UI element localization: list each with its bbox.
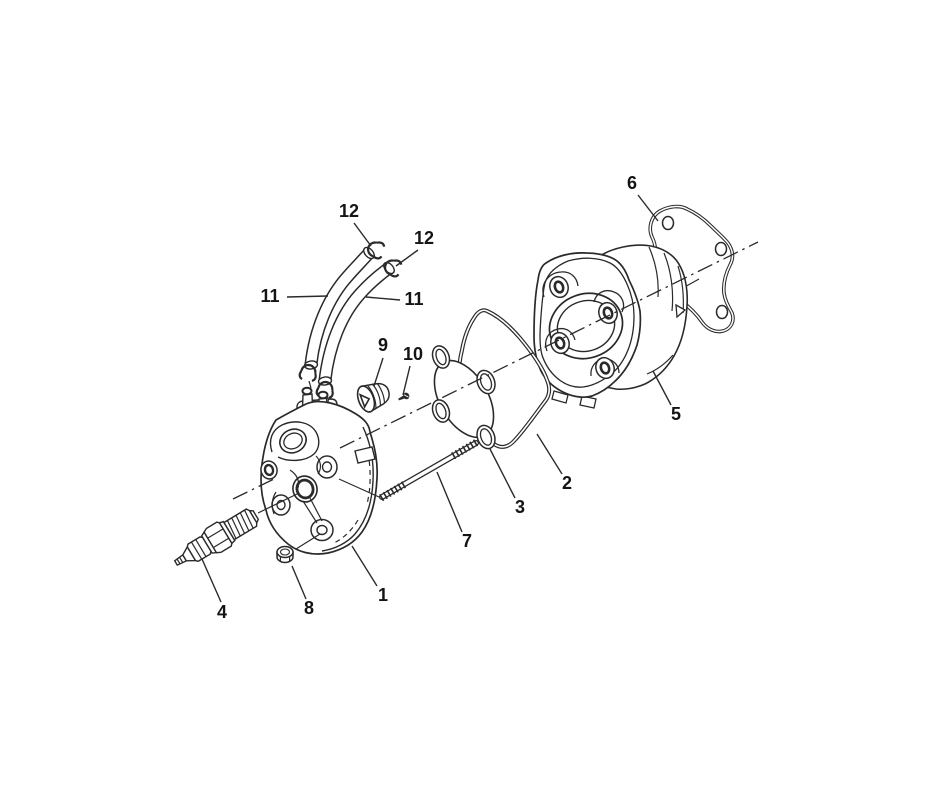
- part-hoses: [298, 241, 403, 404]
- clip-bottom-right: [315, 380, 334, 399]
- leader-7: [436, 471, 463, 533]
- part-cylinder-head: [260, 386, 379, 555]
- leader-1: [351, 545, 378, 587]
- callout-label-7: 7: [462, 531, 472, 551]
- part-nut: [276, 545, 294, 564]
- callout-label-10: 10: [403, 344, 423, 364]
- leader-9: [373, 357, 384, 387]
- leader-11-right: [365, 296, 401, 301]
- base-gasket-hole: [715, 304, 729, 320]
- leader-5: [652, 370, 672, 406]
- plug-alignment-line: [257, 493, 298, 514]
- fitting-slot: [358, 393, 371, 409]
- leader-11-left: [286, 295, 329, 298]
- base-gasket-hole: [661, 215, 675, 231]
- part-stud-bolt: [379, 438, 479, 502]
- head-rim-tab: [354, 446, 376, 464]
- nut-alignment-line: [295, 533, 321, 550]
- leader-3: [489, 448, 516, 499]
- leader-4: [201, 558, 222, 603]
- leader-2: [536, 433, 563, 475]
- part-cylinder: [533, 244, 689, 409]
- callout-label-3: 3: [515, 497, 525, 517]
- callout-label-11-left: 11: [260, 286, 279, 306]
- callout-label-11-right: 11: [404, 289, 423, 309]
- leader-10: [402, 365, 411, 396]
- stud-alignment-line: [338, 478, 380, 498]
- callout-label-12-right: 12: [414, 228, 434, 248]
- leader-8: [291, 565, 307, 600]
- callout-label-12-top: 12: [339, 201, 359, 221]
- cylinder-dowel: [675, 303, 687, 319]
- leader-12-top: [353, 222, 372, 247]
- callout-label-6: 6: [627, 173, 637, 193]
- clip-bottom-left: [298, 363, 317, 382]
- callout-label-1: 1: [378, 585, 388, 605]
- axis-line: [232, 241, 759, 500]
- leader-12-right: [395, 249, 419, 267]
- base-gasket-hole: [714, 241, 728, 257]
- callout-label-2: 2: [562, 473, 572, 493]
- part-spark-plug: [173, 508, 260, 567]
- alignment-lines: [257, 478, 380, 550]
- callout-label-5: 5: [671, 404, 681, 424]
- leader-6: [637, 194, 659, 222]
- callouts: 1 2 3 4 5 6 7 8 9 10 11 11 12 12: [201, 173, 681, 622]
- callout-label-4: 4: [217, 602, 227, 622]
- callout-label-8: 8: [304, 598, 314, 618]
- clip-top-left: [366, 241, 386, 260]
- part-screw: [398, 392, 410, 401]
- clip-top-right: [383, 259, 403, 278]
- callout-label-9: 9: [378, 335, 388, 355]
- part-union-fitting: [356, 382, 390, 413]
- cylinder-stud-holes: [549, 275, 618, 380]
